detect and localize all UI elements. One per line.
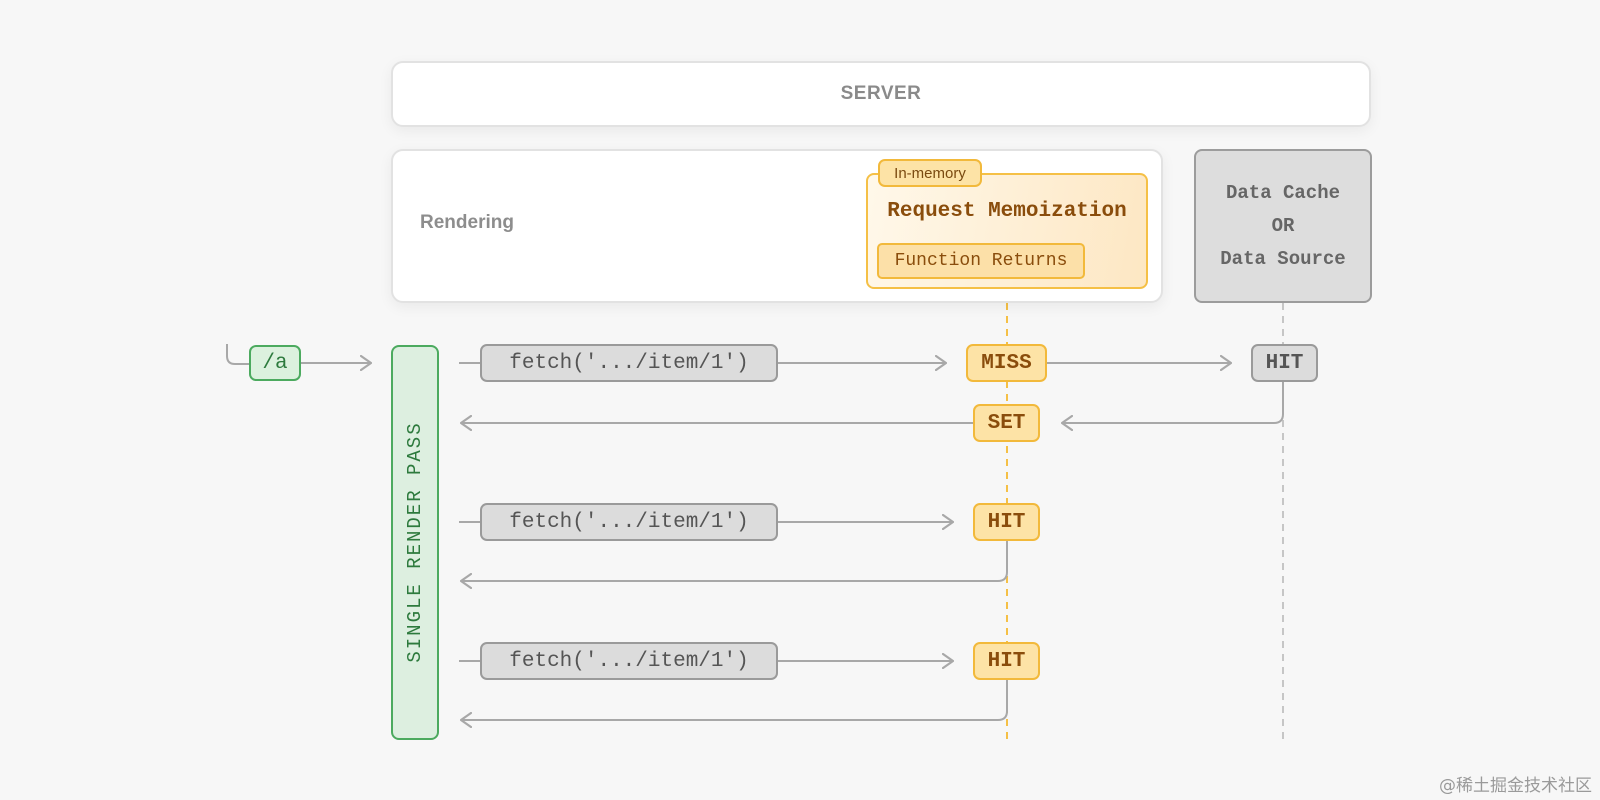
data-source-line: Data Source (1220, 247, 1346, 270)
memo-hit-badge-3: HIT (973, 642, 1040, 680)
fetch-call-1: fetch('.../item/1') (480, 344, 778, 382)
fetch-call-3: fetch('.../item/1') (480, 642, 778, 680)
data-cache-or-line: OR (1271, 214, 1295, 237)
route-pill: /a (249, 345, 301, 381)
hit-3-return-line (461, 680, 1008, 720)
request-memoization-title: Request Memoization (887, 200, 1127, 223)
memo-set-badge: SET (973, 404, 1040, 442)
data-cache-hit-badge: HIT (1251, 344, 1318, 382)
watermark: @稀土掘金技术社区 (1439, 776, 1592, 796)
memo-hit-badge-2: HIT (973, 503, 1040, 541)
route-inbound-line (226, 344, 249, 365)
fetch-call-2: fetch('.../item/1') (480, 503, 778, 541)
cache-return-line (1062, 382, 1284, 423)
data-cache-box: Data Cache OR Data Source (1194, 149, 1372, 303)
in-memory-tag: In-memory (878, 159, 982, 187)
single-render-pass-box (391, 345, 439, 740)
data-cache-line: Data Cache (1225, 181, 1341, 204)
hit-2-return-line (461, 541, 1008, 581)
server-box: SERVER (391, 61, 1371, 127)
single-render-pass-label: SINGLE RENDER PASS (404, 421, 426, 663)
server-label: SERVER (840, 83, 922, 104)
rendering-label: Rendering (420, 212, 514, 233)
memo-miss-badge: MISS (966, 344, 1047, 382)
function-returns-box: Function Returns (877, 243, 1085, 279)
